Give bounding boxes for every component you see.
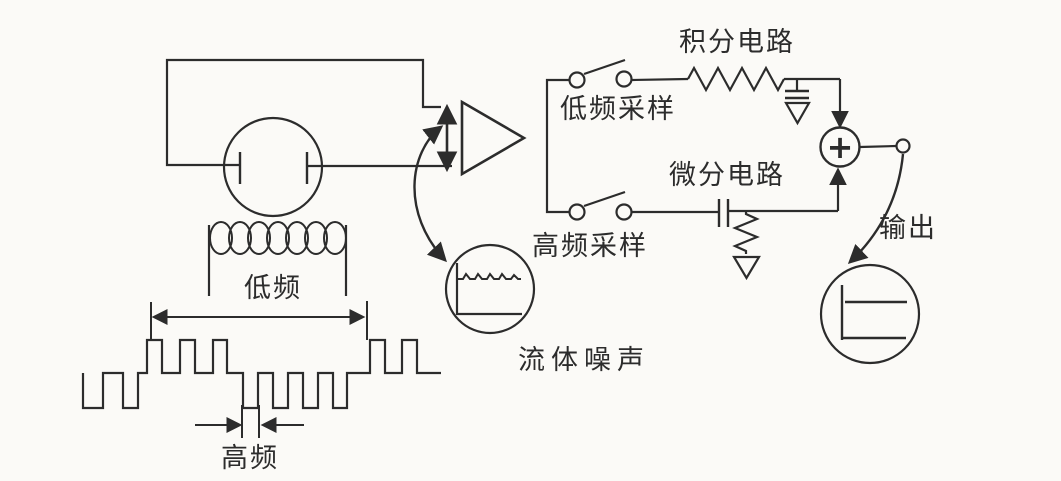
label-low-freq-sampling: 低频采样 [560, 94, 676, 125]
integrator-capacitor-ground [784, 79, 811, 126]
low-freq-sampling-switch [568, 58, 633, 89]
plus-sign: + [827, 128, 854, 166]
noise-trace [457, 272, 521, 280]
summing-junction: + [819, 126, 861, 168]
drive-loop-wire [165, 58, 452, 168]
amplifier-triangle [460, 99, 527, 177]
differentiator-resistor-ground [732, 211, 761, 281]
modulated-square-wave [81, 338, 441, 410]
ground-symbol [784, 101, 811, 126]
sampling-input-rail [545, 78, 569, 214]
label-differentiator-circuit: 微分电路 [669, 160, 785, 191]
label-fluid-noise: 流体噪声 [518, 345, 650, 376]
label-low-freq: 低频 [244, 273, 302, 304]
output-curved-arrow [847, 153, 905, 264]
output-terminal [859, 138, 911, 154]
switch-lever [583, 58, 626, 76]
capacitive-transducer-symbol [222, 116, 324, 218]
label-integrator-circuit: 积分电路 [679, 27, 795, 58]
switch-lever [583, 190, 626, 208]
ground-symbol [732, 255, 761, 281]
label-output: 输出 [879, 213, 937, 244]
output-scope-circle [819, 263, 921, 365]
label-high-freq: 高频 [221, 443, 279, 474]
fluid-noise-inset-circle [444, 243, 536, 335]
shunt-resistor [732, 211, 760, 254]
noise-source-curved-arrow [413, 125, 447, 263]
label-high-freq-sampling: 高频采样 [532, 231, 648, 262]
differentiator-branch [632, 167, 847, 227]
excitation-coil-symbol [207, 221, 348, 296]
high-freq-period-arrow [195, 405, 304, 438]
integrator-branch [631, 65, 849, 129]
integrator-resistor [687, 65, 785, 93]
high-freq-sampling-switch [568, 190, 633, 221]
low-freq-period-arrow [150, 301, 368, 340]
